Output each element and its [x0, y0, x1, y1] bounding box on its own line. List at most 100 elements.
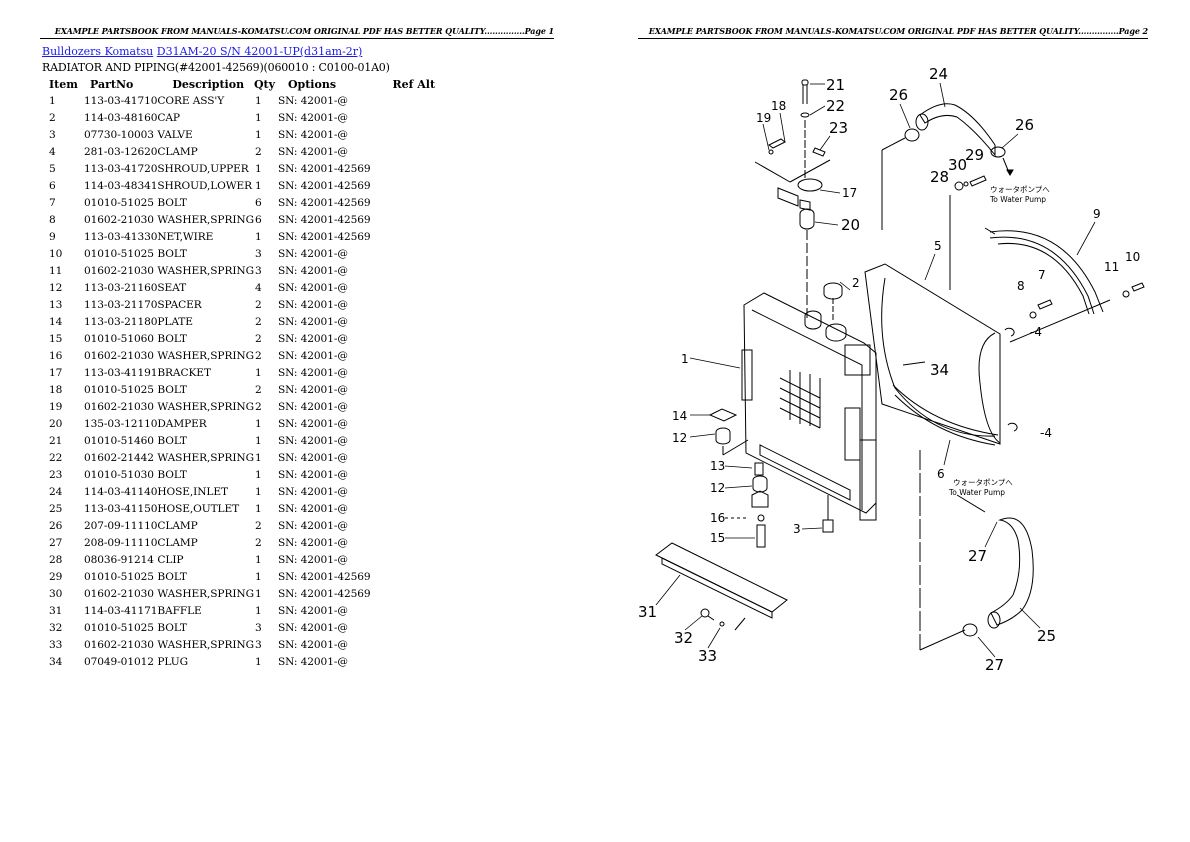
cell-part-number: 01602-21030 [84, 264, 154, 277]
cell-ref-alt [371, 160, 438, 177]
cell-description: WASHER,SPRING [157, 213, 254, 226]
shroud [864, 263, 1018, 651]
column-header-options: Options [287, 78, 337, 91]
cell-item-number: 8 [49, 213, 56, 226]
cell-options: SN: 42001-@ [277, 128, 348, 141]
outlet-hose [956, 494, 1034, 637]
svg-text:33: 33 [698, 647, 717, 665]
cell-quantity: 1 [254, 179, 262, 192]
parts-table: Item PartNo Description Qty Options Ref … [44, 77, 438, 670]
cell-description: BOLT [157, 468, 187, 481]
cell-options: SN: 42001-@ [277, 485, 348, 498]
cell-description: BOLT [157, 570, 187, 583]
cell-item-number: 17 [49, 366, 63, 379]
cell-quantity: 3 [254, 264, 262, 277]
cell-ref-alt [371, 517, 438, 534]
svg-text:10: 10 [1125, 250, 1140, 264]
cell-item-number: 13 [49, 298, 63, 311]
cell-quantity: 3 [254, 638, 262, 651]
cell-item-number: 25 [49, 502, 63, 515]
cell-part-number: 114-03-41171 [84, 604, 158, 617]
cell-part-number: 113-03-41330 [84, 230, 158, 243]
cell-item-number: 6 [49, 179, 56, 192]
cell-part-number: 01602-21030 [84, 400, 154, 413]
cell-description: WASHER,SPRING [157, 638, 254, 651]
cell-ref-alt [371, 619, 438, 636]
cell-description: PLUG [157, 655, 188, 668]
cell-item-number: 2 [49, 111, 56, 124]
cell-item-number: 4 [49, 145, 56, 158]
cell-quantity: 1 [254, 468, 262, 481]
cell-part-number: 114-03-41140 [84, 485, 158, 498]
cell-ref-alt [371, 500, 438, 517]
cell-item-number: 24 [49, 485, 63, 498]
cell-options: SN: 42001-@ [277, 111, 348, 124]
cell-item-number: 20 [49, 417, 63, 430]
breadcrumb: Bulldozers Komatsu D31AM-20 S/N 42001-UP… [42, 45, 362, 59]
svg-text:16: 16 [710, 511, 725, 525]
cell-quantity: 1 [254, 553, 262, 566]
cell-options: SN: 42001-42569 [277, 162, 371, 175]
svg-text:To Water Pump: To Water Pump [989, 195, 1046, 204]
cell-item-number: 34 [49, 655, 63, 668]
cell-options: SN: 42001-@ [277, 332, 348, 345]
svg-text:5: 5 [934, 239, 942, 253]
cell-part-number: 208-09-11110 [84, 536, 158, 549]
cell-item-number: 21 [49, 434, 63, 447]
cell-options: SN: 42001-@ [277, 655, 348, 668]
cell-options: SN: 42001-@ [277, 366, 348, 379]
cell-item-number: 22 [49, 451, 63, 464]
cell-quantity: 1 [254, 434, 262, 447]
mount-parts [708, 408, 769, 548]
cell-description: CAP [157, 111, 180, 124]
cell-quantity: 2 [254, 349, 262, 362]
svg-text:17: 17 [842, 186, 857, 200]
cell-description: BOLT [157, 247, 187, 260]
cell-ref-alt [371, 177, 438, 194]
svg-text:ウォータポンプへ: ウォータポンプへ [990, 185, 1050, 194]
cell-ref-alt [371, 636, 438, 653]
cell-item-number: 14 [49, 315, 63, 328]
cell-options: SN: 42001-@ [277, 400, 348, 413]
cell-description: HOSE,INLET [157, 485, 228, 498]
cell-part-number: 07049-01012 [84, 655, 154, 668]
cell-quantity: 1 [254, 570, 262, 583]
cell-ref-alt [371, 228, 438, 245]
cell-part-number: 01602-21030 [84, 213, 154, 226]
svg-text:28: 28 [930, 168, 949, 186]
cell-item-number: 30 [49, 587, 63, 600]
svg-text:12: 12 [672, 431, 687, 445]
cell-quantity: 1 [254, 502, 262, 515]
callout-labels: 21 22 23 18 19 17 20 24 26 26 30 29 28 ウ… [638, 65, 1140, 674]
cell-description: CLAMP [157, 145, 198, 158]
svg-text:14: 14 [672, 409, 687, 423]
cell-ref-alt [371, 534, 438, 551]
cell-options: SN: 42001-@ [277, 604, 348, 617]
inlet-hose [881, 103, 1014, 290]
cell-ref-alt [371, 313, 438, 330]
cell-options: SN: 42001-@ [277, 451, 348, 464]
cell-ref-alt [371, 398, 438, 415]
cell-options: SN: 42001-@ [277, 281, 348, 294]
svg-text:29: 29 [965, 146, 984, 164]
model-link[interactable]: D31AM-20 S/N 42001-UP(d31am-2r) [156, 45, 363, 58]
category-link[interactable]: Bulldozers Komatsu [42, 45, 154, 58]
column-header-ref-alt: Ref Alt [392, 78, 436, 91]
cell-description: CLAMP [157, 536, 198, 549]
svg-text:18: 18 [771, 99, 786, 113]
cell-item-number: 27 [49, 536, 63, 549]
cell-description: SEAT [157, 281, 187, 294]
svg-text:30: 30 [948, 156, 967, 174]
svg-text:-4: -4 [1030, 325, 1042, 339]
